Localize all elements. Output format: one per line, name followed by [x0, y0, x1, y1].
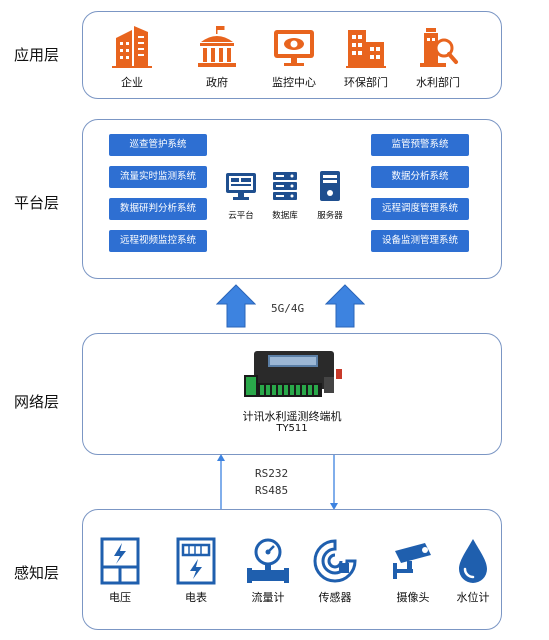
- app-item-label: 水利部门: [416, 76, 460, 89]
- water-level-icon: [459, 539, 487, 583]
- uplink-arrow-right: [325, 284, 365, 328]
- app-item-enterprise: 企业: [97, 24, 167, 90]
- server-label: 服务器: [317, 211, 343, 221]
- layer-label-app: 应用层: [14, 46, 60, 64]
- bus-arrow-up: [217, 454, 225, 509]
- bus-arrow-down: [330, 455, 338, 510]
- app-item-label: 监控中心: [272, 76, 316, 89]
- system-patrol: 巡查管护系统: [109, 134, 207, 156]
- server-cloud-platform: 云平台: [218, 170, 264, 221]
- system-warning: 监管预警系统: [371, 134, 469, 156]
- layer-label-sensing: 感知层: [14, 564, 60, 582]
- app-item-monitor-center: 监控中心: [259, 24, 329, 90]
- flowmeter-icon: [247, 538, 289, 583]
- sensor-label: 电压: [109, 591, 131, 604]
- server-icon: [320, 171, 340, 201]
- monitor-center-icon: [274, 30, 314, 66]
- sensor-camera: 摄像头: [381, 537, 445, 605]
- server-label: 数据库: [272, 211, 298, 221]
- system-flow-monitor: 流量实时监测系统: [109, 166, 207, 188]
- sensor-icon: [313, 539, 357, 583]
- layer-label-platform: 平台层: [14, 194, 60, 212]
- water-dept-icon: [420, 28, 458, 67]
- app-item-label: 企业: [121, 76, 143, 89]
- bus-label-rs232: RS232: [255, 467, 289, 480]
- cloud-platform-icon: [226, 173, 256, 200]
- government-building-icon: [198, 26, 236, 67]
- sensor-label: 传感器: [318, 591, 352, 604]
- sensor-label: 电表: [185, 591, 207, 604]
- sensor-label: 摄像头: [396, 591, 430, 604]
- server-label: 云平台: [228, 211, 254, 221]
- sensor-flowmeter: 流量计: [236, 537, 300, 605]
- sensor-voltage: 电压: [88, 537, 152, 605]
- bus-label-rs485: RS485: [255, 484, 289, 497]
- sensor-sensor: 传感器: [303, 537, 367, 605]
- voltage-icon: [100, 537, 140, 585]
- app-item-environment-dept: 环保部门: [331, 24, 401, 90]
- camera-icon: [393, 543, 431, 579]
- system-device-monitor: 设备监测管理系统: [371, 230, 469, 252]
- system-data-analysis: 数据分析系统: [371, 166, 469, 188]
- device-name: 计讯水利遥测终端机: [242, 410, 342, 423]
- database-icon: [273, 172, 297, 200]
- uplink-arrow-left: [216, 284, 256, 328]
- system-data-analysis-judge: 数据研判分析系统: [109, 198, 207, 220]
- sensor-water-level: 水位计: [441, 537, 505, 605]
- environment-dept-icon: [346, 30, 386, 68]
- terminal-device-icon: [244, 351, 342, 397]
- app-item-water-dept: 水利部门: [403, 24, 473, 90]
- enterprise-building-icon: [112, 26, 152, 68]
- layer-label-network: 网络层: [14, 393, 60, 411]
- sensor-label: 流量计: [251, 591, 285, 604]
- server-database: 数据库: [262, 170, 308, 221]
- sensor-electric-meter: 电表: [164, 537, 228, 605]
- app-item-label: 环保部门: [344, 76, 388, 89]
- sensing-layer-panel: [82, 509, 502, 630]
- device-model: TY511: [276, 423, 308, 434]
- sensor-label: 水位计: [456, 591, 490, 604]
- server-server: 服务器: [307, 170, 353, 221]
- system-remote-video: 远程视频监控系统: [109, 230, 207, 252]
- app-item-label: 政府: [206, 76, 228, 89]
- system-remote-dispatch: 远程调度管理系统: [371, 198, 469, 220]
- app-item-government: 政府: [182, 24, 252, 90]
- uplink-label: 5G/4G: [271, 302, 305, 315]
- electric-meter-icon: [176, 537, 216, 585]
